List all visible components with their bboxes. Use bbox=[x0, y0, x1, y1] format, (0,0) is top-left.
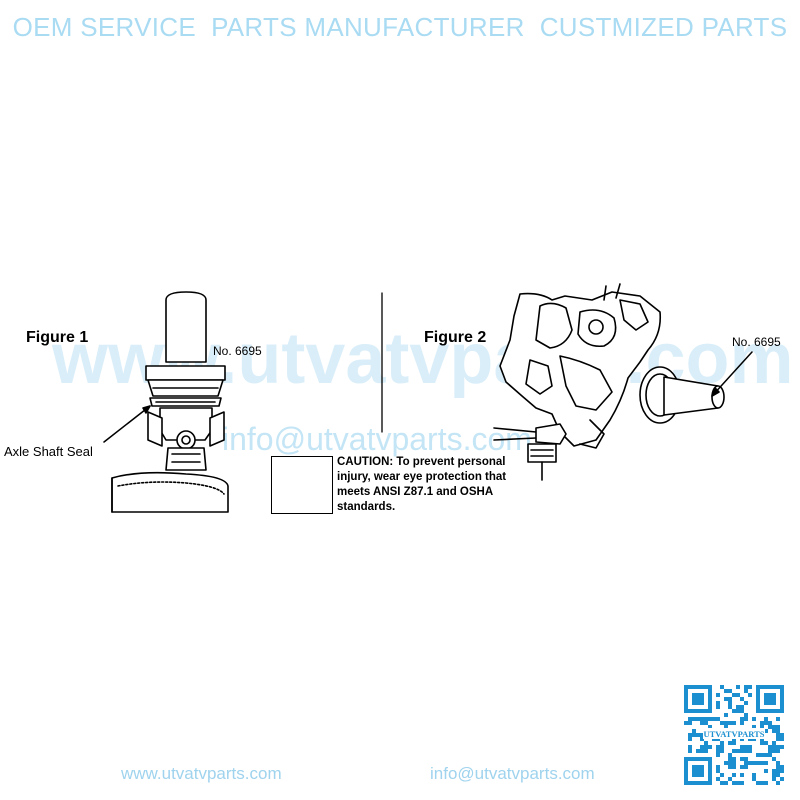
footer-email: info@utvatvparts.com bbox=[430, 764, 595, 783]
figure1-tool-label: No. 6695 bbox=[213, 344, 262, 358]
header-banner: OEM SERVICE PARTS MANUFACTURER CUSTMIZED… bbox=[12, 12, 788, 42]
figure1-title: Figure 1 bbox=[26, 329, 89, 346]
figure2-title: Figure 2 bbox=[424, 329, 487, 346]
qr-code: UTVATVPARTS bbox=[684, 685, 784, 785]
figure2-tool-label: No. 6695 bbox=[732, 335, 781, 349]
caution-icon-frame bbox=[271, 456, 333, 514]
axle-shaft-seal-label: Axle Shaft Seal bbox=[4, 444, 93, 459]
figure1-drawing bbox=[103, 291, 229, 513]
qr-caption: UTVATVPARTS bbox=[703, 729, 764, 739]
caution-text: CAUTION: To prevent personal injury, wea… bbox=[337, 456, 507, 513]
watermark-email: info@utvatvparts.com bbox=[222, 421, 532, 457]
figure2-drawing bbox=[493, 283, 753, 481]
footer-website: www.utvatvparts.com bbox=[121, 764, 282, 783]
